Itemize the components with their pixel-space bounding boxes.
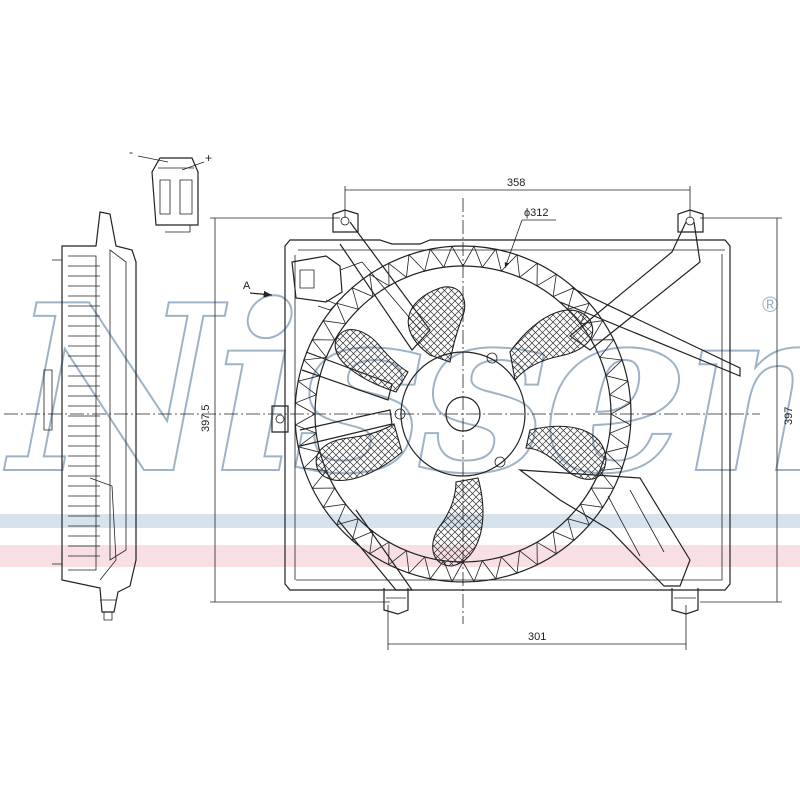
view-marker-label: A [243, 280, 251, 292]
dimension-right-height-label: 397 [783, 407, 795, 425]
dimension-left-height-label: 397.5 [200, 404, 212, 432]
watermark: Nissens ® [0, 254, 800, 567]
watermark-registered-mark: ® [762, 292, 778, 317]
side-view [43, 211, 137, 621]
dimension-bottom-width: 301 [387, 605, 687, 650]
dimension-fan-diameter-label: ϕ312 [524, 207, 549, 219]
front-view: ϕ312 A [243, 198, 741, 624]
watermark-brand: Nissens [3, 255, 800, 525]
dimension-top-width: 358 [344, 177, 691, 218]
dimension-top-width-label: 358 [507, 177, 525, 189]
connector-plus-label: + [205, 151, 212, 165]
dimension-right-height: 397 [700, 217, 795, 603]
dimension-bottom-width-label: 301 [528, 631, 546, 643]
fan-ring-teeth [294, 245, 632, 583]
connector-plug: - + [129, 145, 212, 233]
connector-minus-label: - [129, 145, 133, 159]
dimension-left-height: 397.5 [200, 217, 390, 603]
